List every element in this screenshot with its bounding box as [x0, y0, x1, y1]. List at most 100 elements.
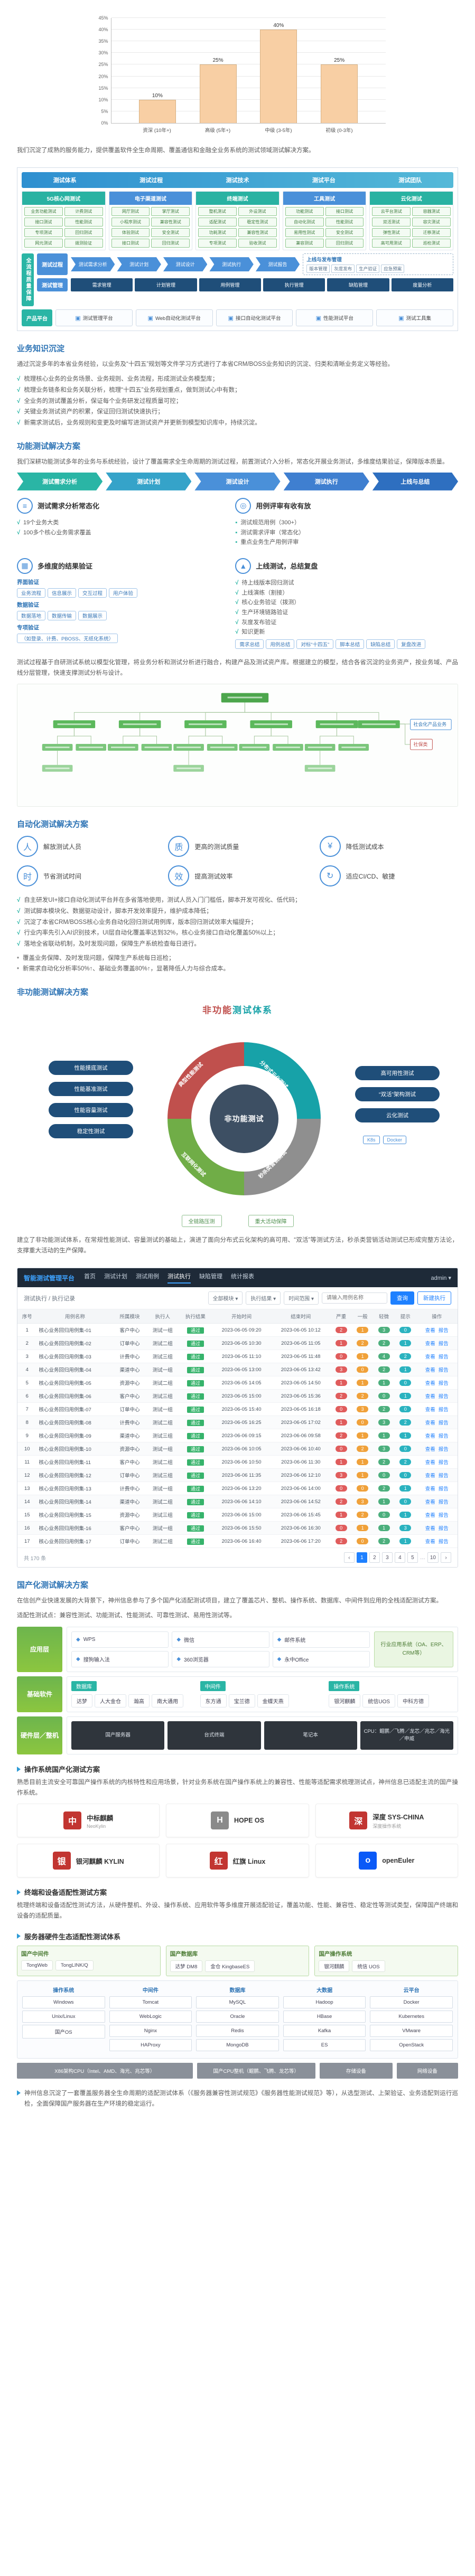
- action-link[interactable]: 查看: [425, 1394, 435, 1400]
- action-link[interactable]: 查看: [425, 1328, 435, 1334]
- action-link[interactable]: 查看: [425, 1513, 435, 1519]
- action-link[interactable]: 查看: [425, 1341, 435, 1347]
- query-button[interactable]: 查询: [390, 1291, 414, 1305]
- eco-item: Oracle: [196, 2010, 279, 2023]
- search-input[interactable]: [322, 1292, 387, 1304]
- action-link[interactable]: 查看: [425, 1486, 435, 1493]
- quad-block: ▲上线测试，总结复盘√待上线版本回归测试√上线演练（割接）√核心业务验证（拨测）…: [235, 558, 458, 649]
- action-link[interactable]: 报告: [438, 1499, 449, 1506]
- bar-chart-xlabels: 资深 (10年+)高级 (5年+)中级 (3-5年)初级 (0-3年): [111, 124, 386, 134]
- table-cell: 2023-06-05 13:42: [271, 1363, 331, 1377]
- table-cell: 2023-06-05 11:48: [271, 1350, 331, 1364]
- action-link[interactable]: 查看: [425, 1407, 435, 1413]
- action-link[interactable]: 报告: [438, 1341, 449, 1347]
- action-link[interactable]: 报告: [438, 1354, 449, 1361]
- action-link[interactable]: 查看: [425, 1433, 435, 1440]
- table-cell: 0: [330, 1402, 352, 1417]
- severity-badge: 0: [357, 1419, 369, 1426]
- filter-select[interactable]: 全部模块 ▾: [208, 1291, 243, 1305]
- table-cell: 2023-06-06 15:50: [211, 1521, 272, 1535]
- table-cell: 2023-06-05 17:02: [271, 1416, 331, 1430]
- arrow-icon: [17, 1933, 21, 1939]
- table-cell: 查看报告: [416, 1534, 458, 1549]
- table-cell: 3: [330, 1468, 352, 1483]
- arch-support-item: 应急预案: [381, 265, 405, 273]
- mindmap-tag-label: 社会化产品业务: [414, 721, 447, 727]
- filter-select[interactable]: 时间范围 ▾: [284, 1291, 319, 1305]
- severity-badge: 3: [335, 1472, 347, 1479]
- nav-menu-item[interactable]: 缺陷管理: [199, 1273, 223, 1280]
- table-cell: 通过: [179, 1350, 212, 1364]
- arch-item: 安全测试: [151, 228, 190, 238]
- table-cell: 通过: [179, 1429, 212, 1443]
- nav-menu-item[interactable]: 测试计划: [104, 1273, 128, 1280]
- arch-header-item: 测试过程: [139, 177, 163, 184]
- os-logo-name: 银河麒麟 KYLIN: [76, 1857, 124, 1865]
- table-cell: 1: [351, 1468, 374, 1483]
- eco-column-title: 操作系统: [53, 1987, 74, 1994]
- new-button[interactable]: 新建执行: [417, 1291, 451, 1305]
- action-link[interactable]: 查看: [425, 1367, 435, 1374]
- nf-diagram-title-2: 测试体系: [232, 1005, 273, 1016]
- table-cell: 2023-06-06 17:20: [271, 1534, 331, 1549]
- page-button[interactable]: 1: [356, 1552, 367, 1563]
- action-link[interactable]: 查看: [425, 1354, 435, 1361]
- nav-menu-item[interactable]: 测试执行: [167, 1272, 191, 1284]
- table-cell: 通过: [179, 1482, 212, 1496]
- eco-item: VMware: [370, 2024, 453, 2037]
- action-link[interactable]: 报告: [438, 1407, 449, 1413]
- status-badge: 通过: [187, 1366, 204, 1373]
- next-page-button[interactable]: ›: [441, 1552, 451, 1563]
- page-button[interactable]: 2: [369, 1552, 380, 1563]
- action-link[interactable]: 报告: [438, 1381, 449, 1387]
- action-link[interactable]: 查看: [425, 1420, 435, 1427]
- action-link[interactable]: 查看: [425, 1526, 435, 1532]
- severity-badge: 0: [399, 1327, 412, 1334]
- action-link[interactable]: 报告: [438, 1473, 449, 1479]
- severity-badge: 1: [357, 1380, 369, 1386]
- prev-page-button[interactable]: ‹: [343, 1552, 355, 1563]
- nav-menu-item[interactable]: 测试用例: [136, 1273, 160, 1280]
- action-link[interactable]: 查看: [425, 1447, 435, 1453]
- action-link[interactable]: 报告: [438, 1420, 449, 1427]
- filter-select[interactable]: 执行结果 ▾: [246, 1291, 281, 1305]
- table-cell: 2: [351, 1508, 374, 1522]
- page-button[interactable]: 10: [427, 1552, 439, 1563]
- action-link[interactable]: 报告: [438, 1539, 449, 1545]
- severity-badge: 0: [335, 1525, 347, 1532]
- action-link[interactable]: 查看: [425, 1460, 435, 1466]
- action-link[interactable]: 报告: [438, 1526, 449, 1532]
- action-link[interactable]: 查看: [425, 1473, 435, 1479]
- action-link[interactable]: 报告: [438, 1513, 449, 1519]
- action-link[interactable]: 报告: [438, 1486, 449, 1493]
- action-link[interactable]: 报告: [438, 1394, 449, 1400]
- action-link[interactable]: 查看: [425, 1499, 435, 1506]
- summary-chip: 需求总结: [235, 639, 264, 649]
- action-link[interactable]: 报告: [438, 1328, 449, 1334]
- table-cell: 测试三组: [146, 1350, 179, 1364]
- nav-menu-item[interactable]: 统计报表: [231, 1273, 255, 1280]
- status-badge: 通过: [187, 1459, 204, 1466]
- user-menu[interactable]: admin ▾: [431, 1275, 451, 1281]
- page-button[interactable]: 5: [407, 1552, 418, 1563]
- action-link[interactable]: 查看: [425, 1381, 435, 1387]
- arch-item: 小程序测试: [111, 218, 150, 227]
- page-button[interactable]: 4: [394, 1552, 405, 1563]
- action-link[interactable]: 报告: [438, 1460, 449, 1466]
- action-link[interactable]: 查看: [425, 1539, 435, 1545]
- action-link[interactable]: 报告: [438, 1433, 449, 1440]
- page-button[interactable]: 3: [381, 1552, 393, 1563]
- bar-value-label: 25%: [212, 58, 223, 64]
- action-link[interactable]: 报告: [438, 1367, 449, 1374]
- os-logo-icon: 中: [63, 1811, 82, 1830]
- nav-menu-item[interactable]: 首页: [84, 1273, 96, 1280]
- arch-item: 自动化测试: [285, 218, 324, 227]
- product-card: ▣接口自动化测试平台: [216, 309, 293, 327]
- arch-item: 功耗测试: [198, 228, 237, 238]
- action-link[interactable]: 报告: [438, 1447, 449, 1453]
